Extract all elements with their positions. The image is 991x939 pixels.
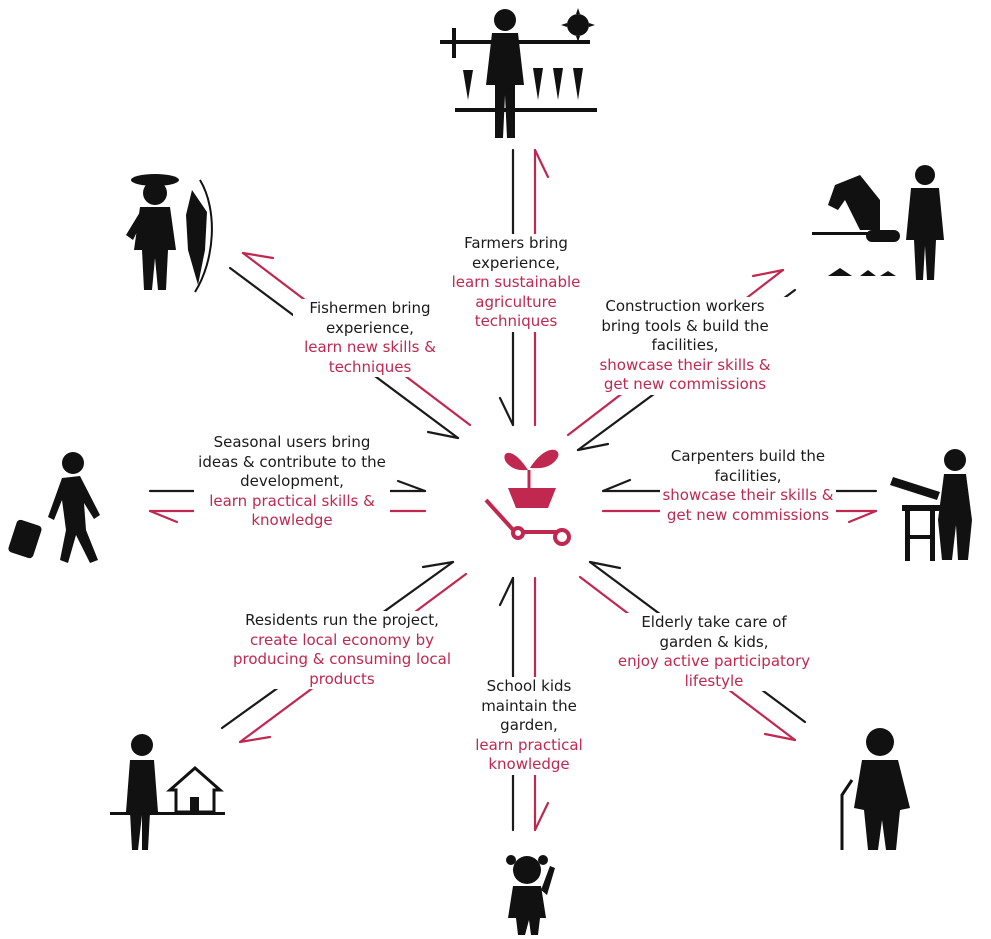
carpenters-learn-text: showcase their skills & get new commissi… bbox=[662, 486, 834, 524]
residents-learn-text: create local economy by producing & cons… bbox=[232, 630, 452, 688]
fishermen-learn-text: learn new skills & techniques bbox=[304, 338, 436, 376]
label-construction: Construction workers bring tools & build… bbox=[583, 297, 787, 395]
label-kids: School kids maintain the garden, learn p… bbox=[452, 677, 606, 775]
elderly-give-text: Elderly take care of garden & kids, bbox=[641, 613, 787, 651]
farmers-give-text: Farmers bring experience, bbox=[464, 234, 568, 272]
elderly-woman-icon bbox=[840, 728, 910, 850]
label-seasonal: Seasonal users bring ideas & contribute … bbox=[194, 433, 390, 531]
carpenters-give-text: Carpenters build the facilities, bbox=[670, 447, 826, 485]
traveler-icon bbox=[8, 452, 100, 563]
residents-give-text: Residents run the project, bbox=[245, 611, 439, 629]
farmer-icon bbox=[440, 8, 597, 138]
label-carpenters: Carpenters build the facilities, showcas… bbox=[660, 447, 836, 525]
label-residents: Residents run the project, create local … bbox=[218, 611, 466, 689]
elderly-learn-text: enjoy active participatory lifestyle bbox=[617, 652, 811, 690]
fishermen-give-text: Fishermen bring experience, bbox=[309, 299, 431, 337]
label-farmers: Farmers bring experience, learn sustaina… bbox=[435, 234, 597, 332]
construction-give-text: Construction workers bring tools & build… bbox=[601, 297, 769, 354]
carpenter-icon bbox=[890, 449, 972, 561]
label-elderly: Elderly take care of garden & kids, enjo… bbox=[612, 613, 816, 691]
seasonal-learn-text: learn practical skills & knowledge bbox=[209, 491, 375, 530]
kids-give-text: School kids maintain the garden, bbox=[481, 677, 577, 734]
fisherman-icon bbox=[126, 174, 213, 293]
resident-house-icon bbox=[110, 734, 225, 850]
kids-learn-text: learn practical knowledge bbox=[475, 735, 583, 774]
seasonal-give-text: Seasonal users bring ideas & contribute … bbox=[198, 433, 386, 490]
label-fishermen: Fishermen bring experience, learn new sk… bbox=[293, 299, 447, 377]
construction-learn-text: showcase their skills & get new commissi… bbox=[599, 355, 771, 394]
construction-worker-icon bbox=[812, 165, 944, 280]
wheelbarrow-sprout-icon bbox=[484, 449, 571, 546]
farmers-learn-text: learn sustainable agriculture techniques bbox=[451, 273, 581, 330]
school-kid-icon bbox=[506, 855, 555, 935]
